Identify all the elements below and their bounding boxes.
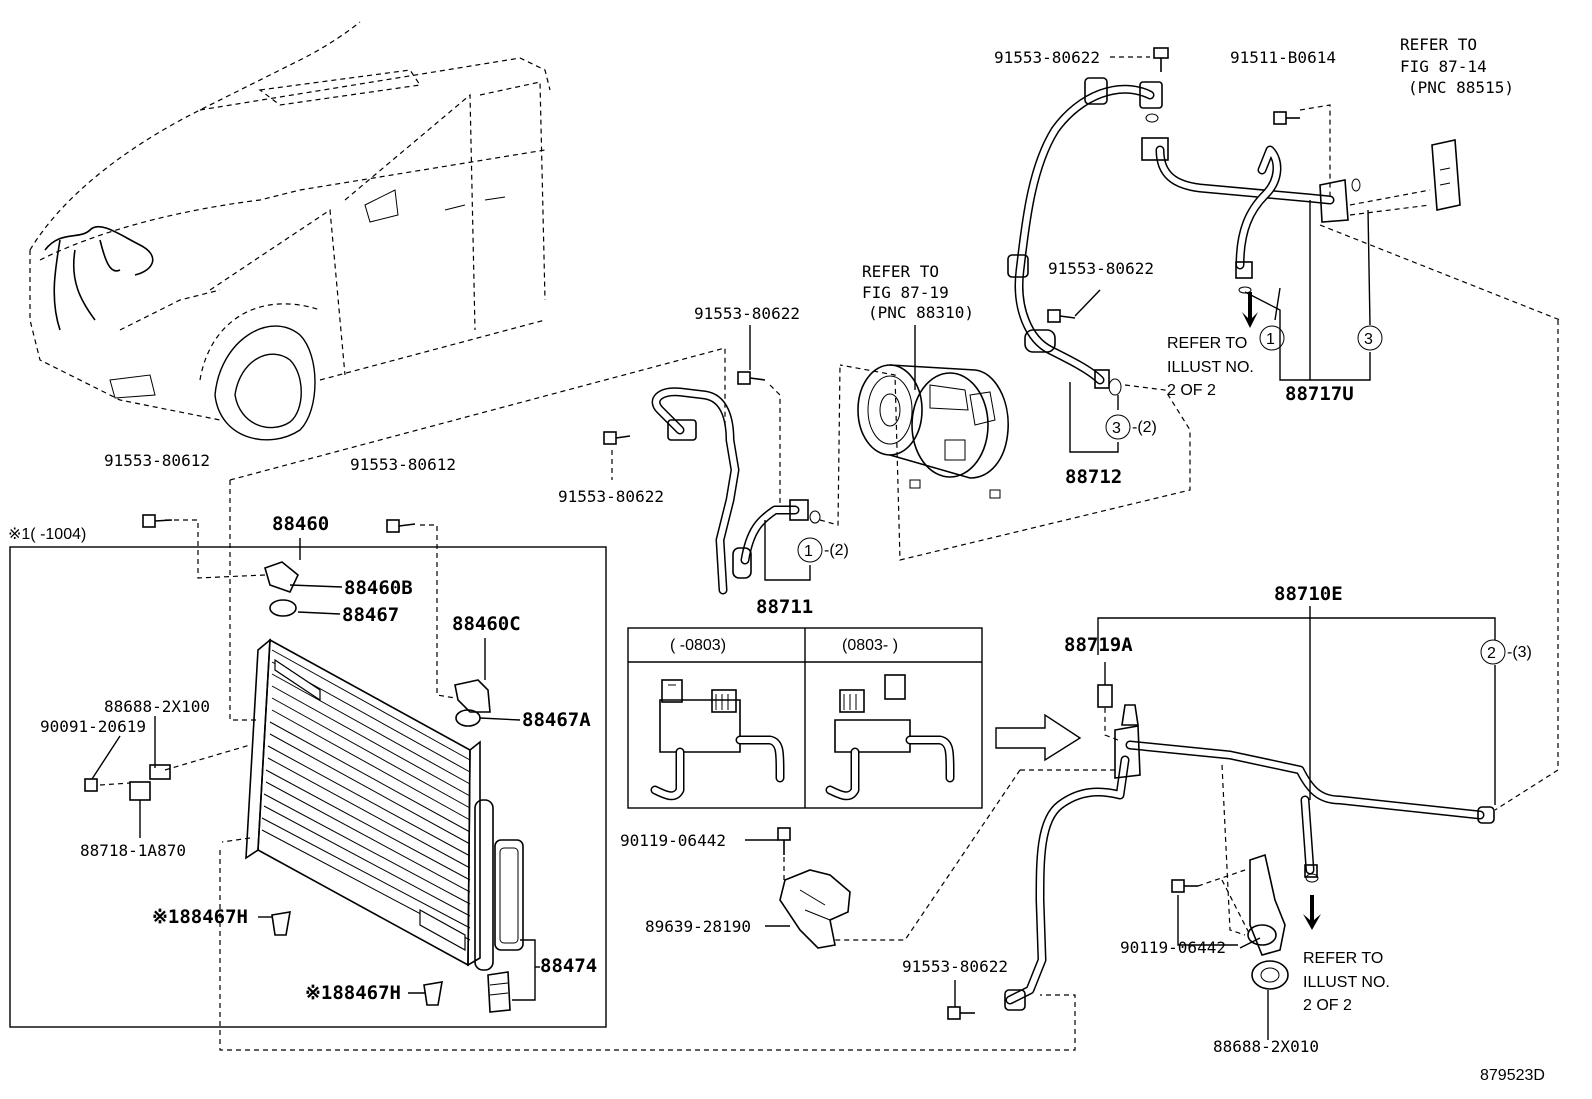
- arrow-right-icon: [995, 713, 1082, 762]
- label-88460b: 88460B: [344, 577, 413, 599]
- circle-label-2: 2: [1487, 645, 1496, 662]
- pipe-88711: [229, 325, 841, 721]
- label-88474: 88474: [540, 955, 597, 977]
- label-88719a: 88719A: [1064, 634, 1133, 656]
- label-88467h-a: ※188467H: [152, 906, 248, 928]
- label-90119-06442-a: 90119-06442: [620, 831, 726, 850]
- label-91553-80622-top: 91553-80622: [994, 48, 1100, 67]
- label-refer-87-19-line1: REFER TO: [862, 262, 939, 281]
- label-refer-illust-a-line3: 2 OF 2: [1167, 382, 1216, 399]
- figure-code: 879523D: [1480, 1067, 1545, 1084]
- note-1004: ※1( -1004): [8, 526, 86, 543]
- inset-label-left: ( -0803): [670, 637, 726, 654]
- label-88688-2x010: 88688-2X010: [1213, 1037, 1319, 1056]
- vehicle-illustration: [29, 21, 551, 441]
- label-refer-87-14-line2: FIG 87-14: [1400, 57, 1487, 76]
- sub-label-2b: -(2): [824, 542, 849, 559]
- label-91553-80622-bot: 91553-80622: [902, 957, 1008, 976]
- sub-label-2a: -(2): [1132, 419, 1157, 436]
- label-refer-illust-b-line3: 2 OF 2: [1303, 997, 1352, 1014]
- circle-label-3-a: 3: [1364, 331, 1373, 348]
- label-refer-87-14-line3: (PNC 88515): [1408, 78, 1514, 97]
- refer-arrow-icon-2: [1303, 895, 1321, 930]
- label-88718-1a870: 88718-1A870: [80, 841, 186, 860]
- label-88717u: 88717U: [1285, 383, 1354, 405]
- sub-label-3: -(3): [1507, 644, 1532, 661]
- inset-valve-variants: [627, 627, 1082, 809]
- label-91553-80622-left: 91553-80622: [694, 304, 800, 323]
- label-88467a: 88467A: [522, 709, 591, 731]
- circle-label-1-b: 1: [804, 543, 813, 560]
- label-91553-80622-left2: 91553-80622: [558, 487, 664, 506]
- label-refer-illust-b-line1: REFER TO: [1303, 950, 1383, 967]
- label-refer-illust-b-line2: ILLUST NO.: [1303, 974, 1390, 991]
- label-88467: 88467: [342, 604, 399, 626]
- label-88712: 88712: [1065, 466, 1122, 488]
- label-refer-illust-a-line2: ILLUST NO.: [1167, 359, 1254, 376]
- refer-arrow-icon: [1242, 292, 1258, 328]
- label-88460: 88460: [272, 513, 329, 535]
- circle-label-1-a: 1: [1266, 331, 1275, 348]
- tube-88710e-assembly: [745, 606, 1496, 1040]
- hose-88717u-assembly: [839, 47, 1561, 811]
- compressor-illustration: [857, 325, 1009, 499]
- circle-label-3-b: 3: [1112, 420, 1121, 437]
- label-91553-80622-mid: 91553-80622: [1048, 259, 1154, 278]
- label-88688-2x100: 88688-2X100: [104, 697, 210, 716]
- label-91553-80612-a: 91553-80612: [104, 451, 210, 470]
- labels: 91553-80622 91511-B0614 REFER TO FIG 87-…: [8, 35, 1545, 1084]
- label-91553-80612-b: 91553-80612: [350, 455, 456, 474]
- index-circles: [797, 325, 1506, 665]
- label-91511-b0614: 91511-B0614: [1230, 48, 1336, 67]
- label-90091-20619: 90091-20619: [40, 717, 146, 736]
- label-refer-87-19-line2: FIG 87-19: [862, 283, 949, 302]
- label-90119-06442-b: 90119-06442: [1120, 938, 1226, 957]
- label-88467h-b: ※188467H: [305, 982, 401, 1004]
- label-refer-87-19-line3: (PNC 88310): [868, 303, 974, 322]
- condenser-group-frame: [9, 546, 607, 1028]
- label-refer-illust-a-line1: REFER TO: [1167, 335, 1247, 352]
- label-88711: 88711: [756, 596, 813, 618]
- label-88710e: 88710E: [1274, 583, 1343, 605]
- inset-label-right: (0803- ): [842, 637, 898, 654]
- label-88460c: 88460C: [452, 613, 521, 635]
- label-refer-87-14-line1: REFER TO: [1400, 35, 1477, 54]
- condenser-illustration: [84, 514, 1076, 1051]
- label-89639-28190: 89639-28190: [645, 917, 751, 936]
